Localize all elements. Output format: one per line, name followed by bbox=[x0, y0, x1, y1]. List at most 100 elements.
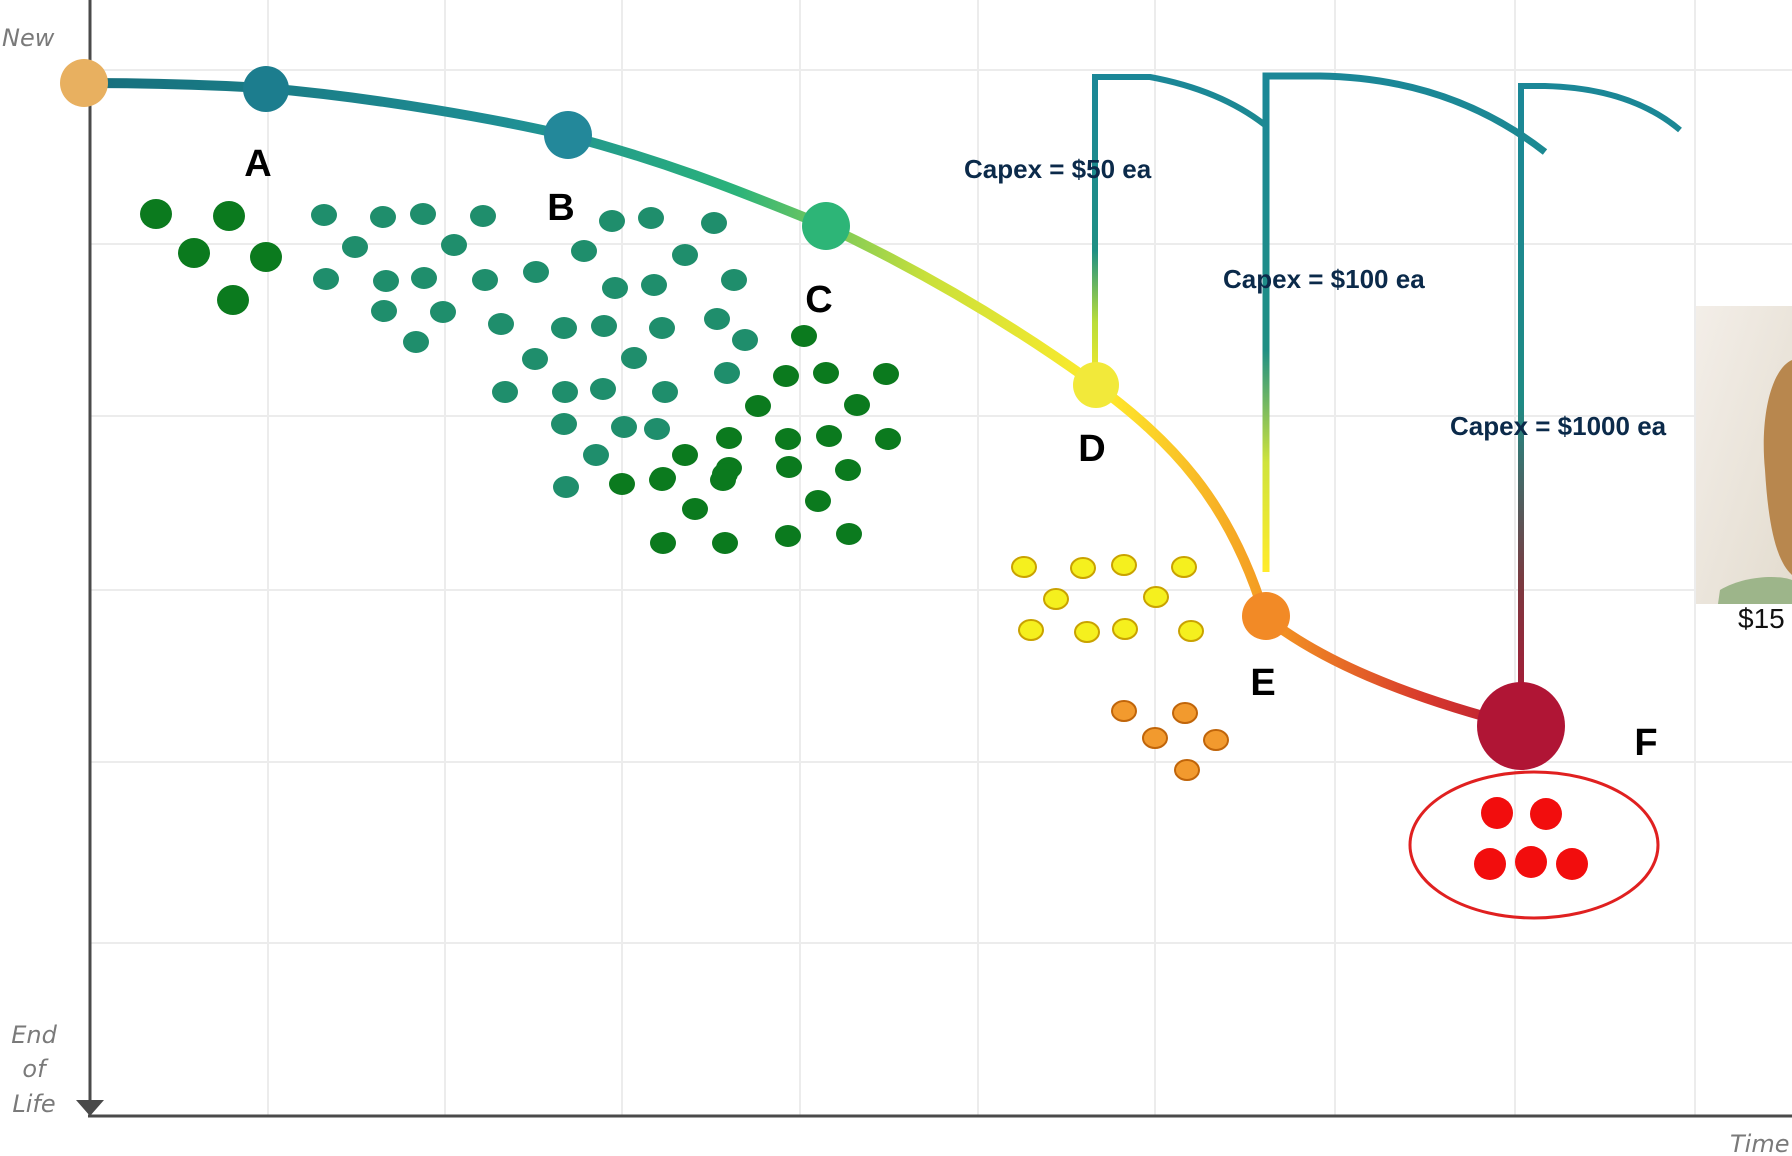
asset-dot-d bbox=[1178, 620, 1204, 642]
capex-renewal-e bbox=[1262, 72, 1548, 572]
asset-dot-b bbox=[553, 476, 579, 498]
capex-label-1000: Capex = $1000 ea bbox=[1450, 411, 1667, 441]
asset-dot-c bbox=[875, 428, 901, 450]
money-bag-icon bbox=[1763, 360, 1792, 575]
stage-label-e: E bbox=[1250, 662, 1275, 704]
asset-dot-b bbox=[411, 267, 437, 289]
photo-caption: $15 bbox=[1738, 603, 1785, 634]
asset-dot-c bbox=[844, 394, 870, 416]
asset-dot-b bbox=[701, 212, 727, 234]
money-photo: $15 bbox=[1696, 306, 1792, 634]
stage-marker-b bbox=[544, 111, 592, 159]
asset-dot-c bbox=[836, 523, 862, 545]
asset-dot-b bbox=[523, 261, 549, 283]
capex-renewal-f bbox=[1518, 83, 1682, 718]
asset-dot-b bbox=[492, 381, 518, 403]
asset-dot-b bbox=[590, 378, 616, 400]
asset-dot-f bbox=[1556, 848, 1588, 880]
asset-dot-d bbox=[1143, 586, 1169, 608]
asset-dot-b bbox=[551, 413, 577, 435]
asset-dot-b bbox=[551, 317, 577, 339]
asset-dot-d bbox=[1070, 557, 1096, 579]
asset-dot-e bbox=[1203, 729, 1229, 751]
asset-dot-e bbox=[1174, 759, 1200, 781]
asset-dot-e bbox=[1172, 702, 1198, 724]
asset-dot-b bbox=[441, 234, 467, 256]
asset-dot-b bbox=[370, 206, 396, 228]
stage-label-b: B bbox=[547, 187, 574, 229]
asset-dot-a bbox=[250, 242, 282, 272]
asset-dot-f bbox=[1530, 798, 1562, 830]
asset-dot-b bbox=[721, 269, 747, 291]
stage-label-f: F bbox=[1634, 722, 1657, 764]
asset-dot-b bbox=[644, 418, 670, 440]
asset-dot-c bbox=[776, 456, 802, 478]
y-axis-arrow-icon bbox=[76, 1100, 104, 1116]
asset-dot-b bbox=[470, 205, 496, 227]
asset-dot-b bbox=[342, 236, 368, 258]
asset-dot-b bbox=[472, 269, 498, 291]
capex-renewal-d bbox=[1092, 74, 1267, 388]
capex-label-50: Capex = $50 ea bbox=[964, 154, 1152, 184]
stage-marker-d bbox=[1073, 362, 1119, 408]
asset-dot-d bbox=[1018, 619, 1044, 641]
asset-dot-b bbox=[638, 207, 664, 229]
asset-dot-c bbox=[649, 469, 675, 491]
asset-dot-f bbox=[1474, 848, 1506, 880]
asset-dot-c bbox=[609, 473, 635, 495]
asset-dot-b bbox=[522, 348, 548, 370]
asset-dot-c bbox=[813, 362, 839, 384]
asset-dot-b bbox=[641, 274, 667, 296]
asset-dot-d bbox=[1074, 621, 1100, 643]
asset-dot-b bbox=[571, 240, 597, 262]
asset-dot-c bbox=[745, 395, 771, 417]
stage-marker-a bbox=[243, 66, 289, 112]
asset-dot-d bbox=[1111, 554, 1137, 576]
axes bbox=[76, 0, 1792, 1118]
asset-dot-b bbox=[371, 300, 397, 322]
asset-dot-d bbox=[1011, 556, 1037, 578]
asset-dot-b bbox=[313, 268, 339, 290]
y-axis-bottom-label-line3: Life bbox=[12, 1090, 55, 1118]
capex-label-100: Capex = $100 ea bbox=[1223, 264, 1425, 294]
asset-dot-c bbox=[805, 490, 831, 512]
asset-dot-b bbox=[403, 331, 429, 353]
condition-curve bbox=[80, 78, 1525, 731]
y-axis-bottom-label-line1: End bbox=[11, 1021, 57, 1049]
asset-dot-b bbox=[591, 315, 617, 337]
asset-dot-c bbox=[775, 525, 801, 547]
asset-dot-b bbox=[611, 416, 637, 438]
asset-dot-d bbox=[1112, 618, 1138, 640]
asset-dot-c bbox=[816, 425, 842, 447]
y-axis-top-label: New bbox=[2, 24, 55, 52]
stage-label-a: A bbox=[244, 143, 271, 185]
stage-marker-c bbox=[802, 202, 850, 250]
x-axis-label: Time bbox=[1730, 1130, 1789, 1156]
asset-dot-c bbox=[650, 532, 676, 554]
stage-marker-e bbox=[1242, 592, 1290, 640]
asset-dot-c bbox=[672, 444, 698, 466]
asset-dot-b bbox=[311, 204, 337, 226]
asset-dot-a bbox=[140, 199, 172, 229]
y-axis-bottom-label-line2: of bbox=[22, 1055, 49, 1083]
asset-dot-c bbox=[873, 363, 899, 385]
asset-dot-a bbox=[213, 201, 245, 231]
stage-marker-f bbox=[1477, 682, 1565, 770]
asset-dots bbox=[140, 199, 1588, 880]
asset-dot-a bbox=[217, 285, 249, 315]
asset-dot-c bbox=[775, 428, 801, 450]
asset-dot-b bbox=[602, 277, 628, 299]
asset-dot-b bbox=[488, 313, 514, 335]
asset-dot-b bbox=[583, 444, 609, 466]
stage-dots bbox=[60, 59, 1565, 770]
failure-group-outline bbox=[1408, 770, 1660, 920]
asset-dot-c bbox=[682, 498, 708, 520]
asset-dot-c bbox=[835, 459, 861, 481]
asset-dot-b bbox=[599, 210, 625, 232]
asset-dot-e bbox=[1111, 700, 1137, 722]
cash-stack-icon bbox=[1718, 577, 1792, 604]
asset-dot-c bbox=[791, 325, 817, 347]
asset-dot-b bbox=[410, 203, 436, 225]
asset-dot-b bbox=[621, 347, 647, 369]
